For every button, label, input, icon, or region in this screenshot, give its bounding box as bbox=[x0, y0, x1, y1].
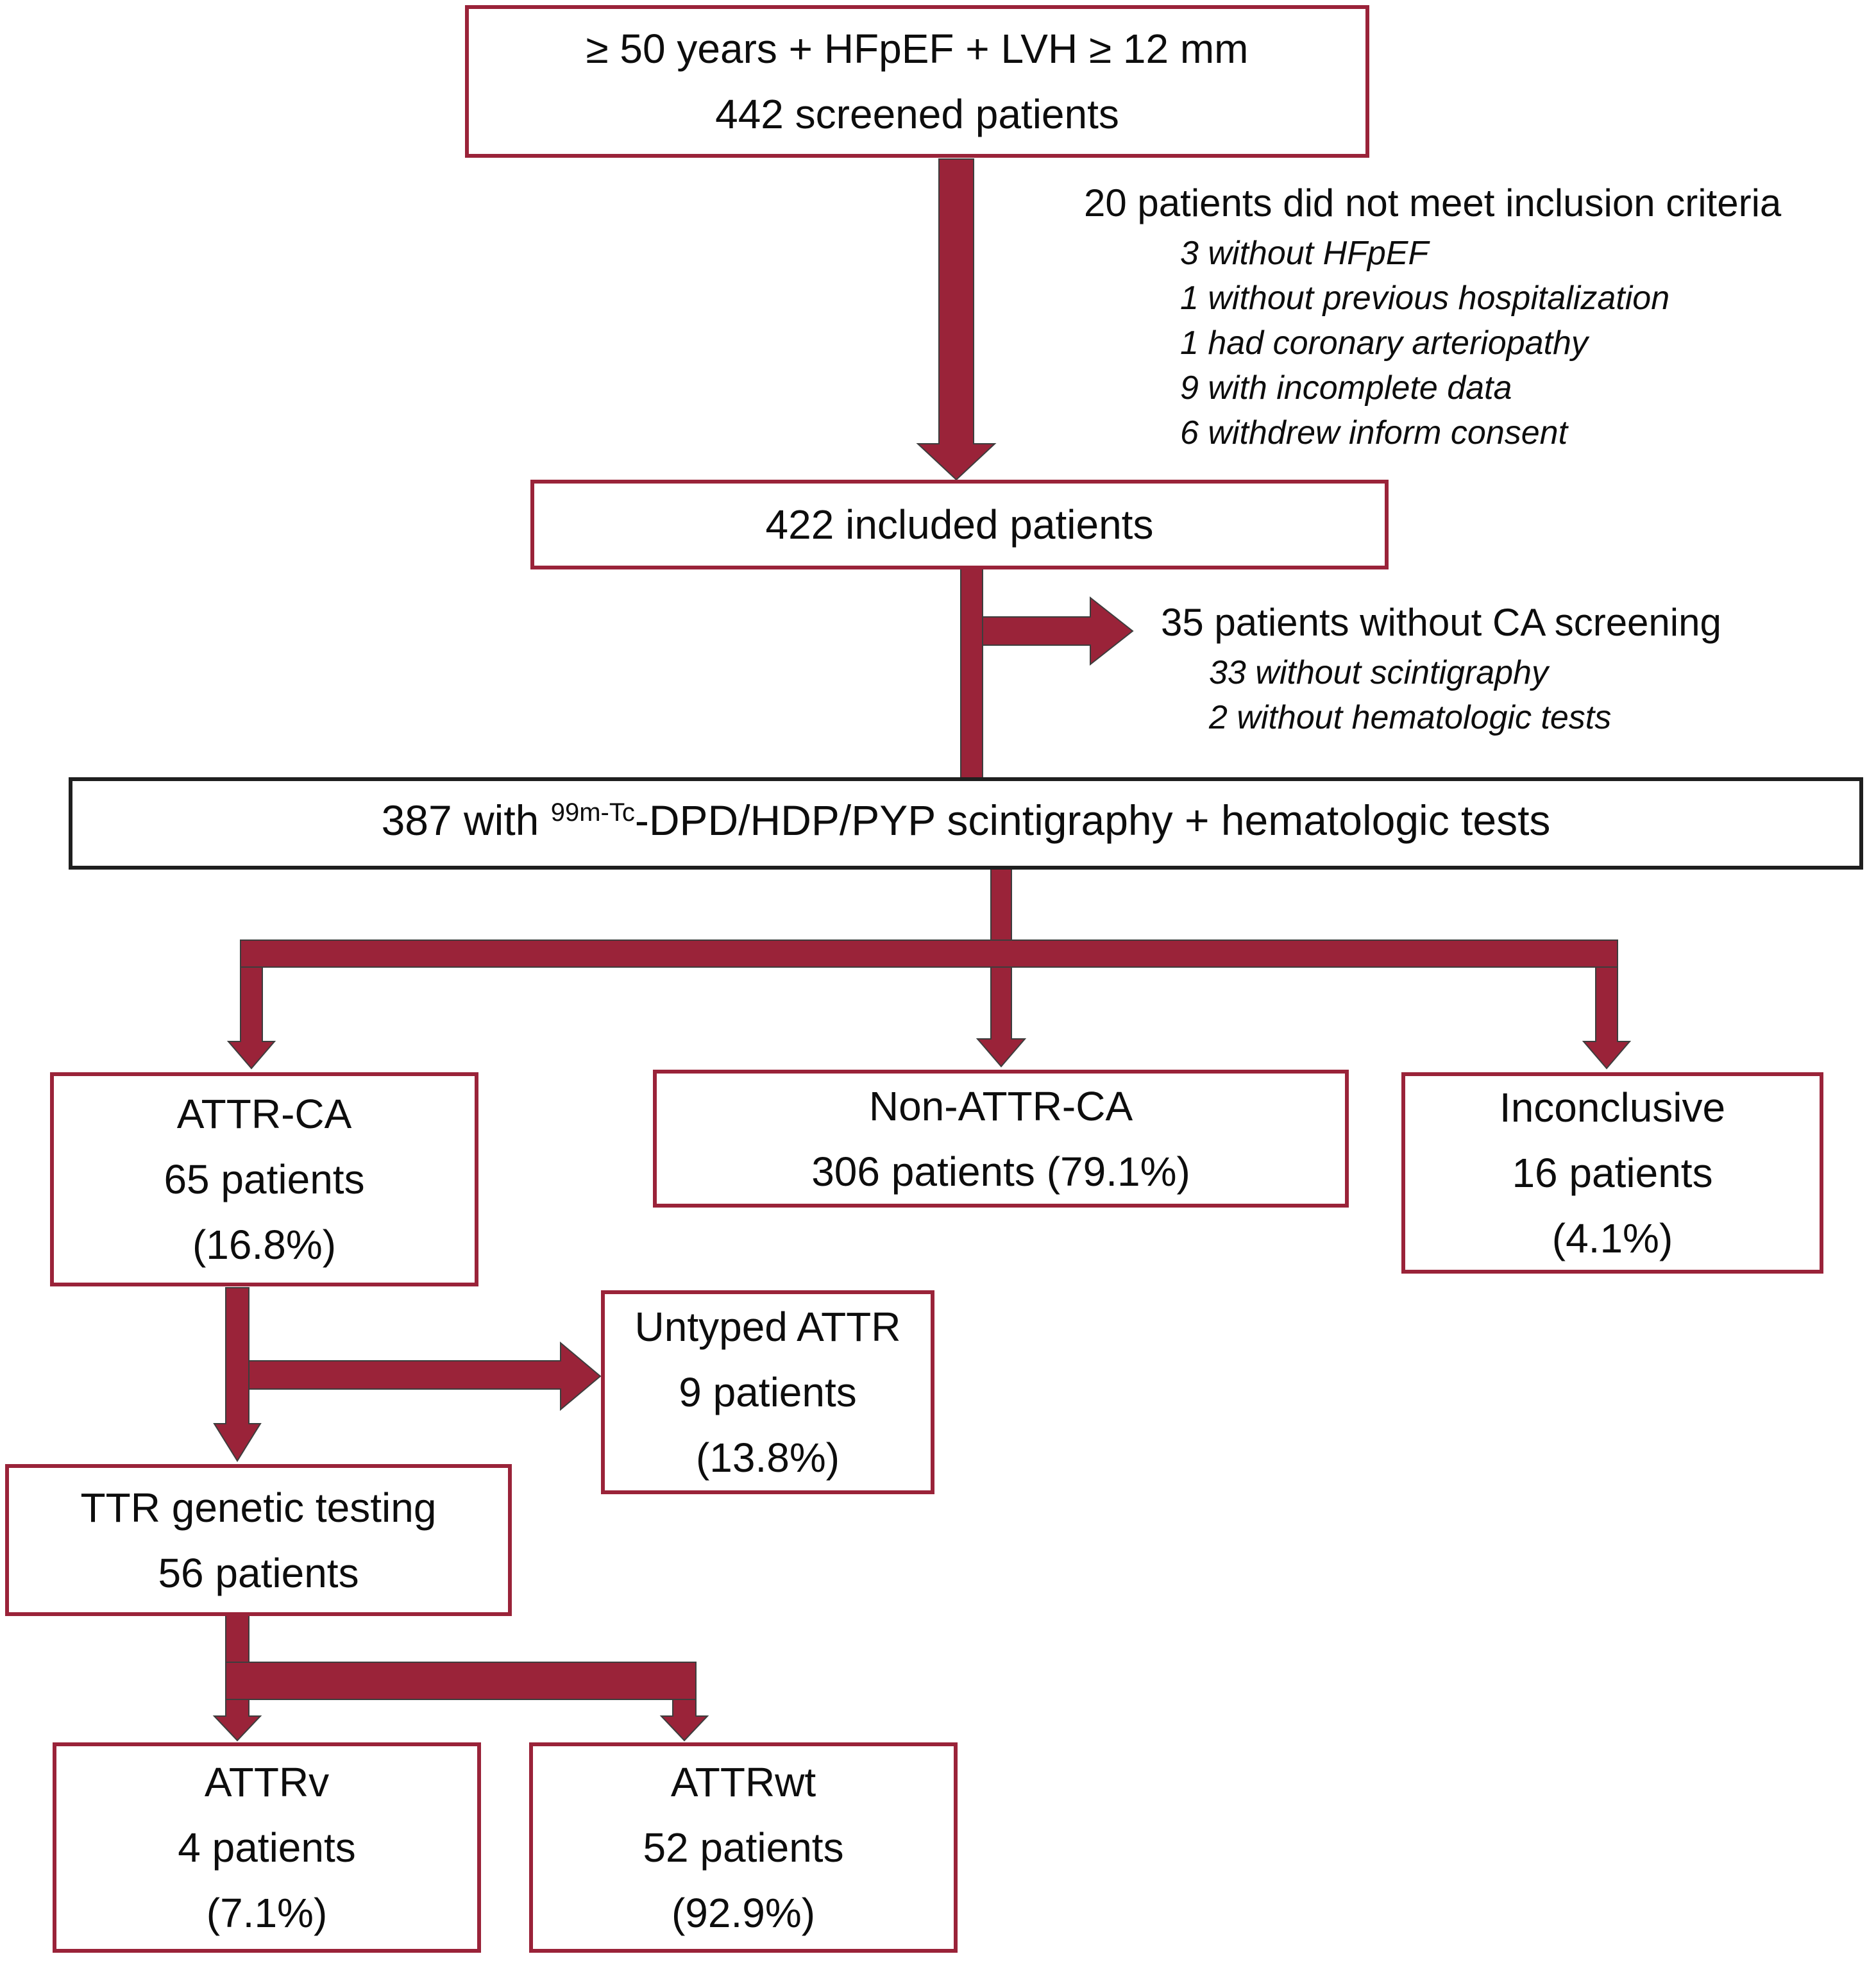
ttr-count: 56 patients bbox=[158, 1549, 359, 1596]
attr-ca-title: ATTR-CA bbox=[176, 1091, 352, 1137]
non-attr-ca-title: Non-ATTR-CA bbox=[868, 1083, 1133, 1129]
no-screening-items: 33 without scintigraphy 2 without hemato… bbox=[1209, 650, 1721, 740]
box-ttr-genetic-testing: TTR genetic testing 56 patients bbox=[5, 1464, 512, 1616]
screened-count-line: 442 screened patients bbox=[715, 91, 1119, 137]
attrv-title: ATTRv bbox=[204, 1759, 330, 1805]
box-inconclusive: Inconclusive 16 patients (4.1%) bbox=[1401, 1072, 1823, 1274]
exclusion-item: 1 without previous hospitalization bbox=[1180, 280, 1670, 317]
attrwt-title: ATTRwt bbox=[670, 1759, 816, 1805]
exclusion-annotation: 20 patients did not meet inclusion crite… bbox=[1084, 181, 1781, 455]
non-attr-ca-count: 306 patients (79.1%) bbox=[811, 1148, 1190, 1195]
scintigraphy-suffix: -DPD/HDP/PYP scintigraphy + hematologic … bbox=[634, 796, 1551, 844]
attrv-count: 4 patients bbox=[178, 1824, 356, 1871]
arrow-split-to-attrca bbox=[226, 966, 276, 1070]
line-scint-to-splitbar bbox=[990, 868, 1012, 943]
arrow-branch-untyped bbox=[248, 1341, 602, 1411]
exclusion-items: 3 without HFpEF 1 without previous hospi… bbox=[1180, 231, 1781, 455]
untyped-title: Untyped ATTR bbox=[634, 1304, 901, 1350]
split-bar bbox=[240, 939, 1618, 968]
box-scintigraphy-tests: 387 with 99m-Tc-DPD/HDP/PYP scintigraphy… bbox=[69, 777, 1863, 870]
box-included-patients: 422 included patients bbox=[530, 480, 1389, 569]
no-screening-item: 33 without scintigraphy bbox=[1209, 654, 1548, 691]
line-ttr-to-bottombar bbox=[225, 1614, 249, 1669]
box-non-attr-ca: Non-ATTR-CA 306 patients (79.1%) bbox=[653, 1070, 1349, 1208]
inconclusive-percent: (4.1%) bbox=[1551, 1215, 1673, 1261]
arrow-split-to-inconclusive bbox=[1582, 966, 1632, 1070]
attrwt-percent: (92.9%) bbox=[671, 1890, 816, 1936]
arrow-attrca-to-ttr bbox=[213, 1287, 262, 1462]
arrow-screened-to-included bbox=[916, 158, 997, 481]
line-included-to-scint bbox=[960, 568, 983, 779]
exclusion-heading: 20 patients did not meet inclusion crite… bbox=[1084, 181, 1782, 224]
attr-ca-count: 65 patients bbox=[164, 1156, 365, 1202]
exclusion-item: 1 had coronary arteriopathy bbox=[1180, 324, 1588, 362]
scintigraphy-line: 387 with 99m-Tc-DPD/HDP/PYP scintigraphy… bbox=[382, 788, 1551, 859]
inconclusive-title: Inconclusive bbox=[1499, 1084, 1726, 1131]
box-attrwt: ATTRwt 52 patients (92.9%) bbox=[529, 1742, 958, 1953]
included-count-line: 422 included patients bbox=[765, 501, 1154, 548]
box-untyped-attr: Untyped ATTR 9 patients (13.8%) bbox=[601, 1290, 934, 1494]
arrow-to-attrv bbox=[212, 1699, 262, 1742]
arrow-branch-no-screening bbox=[982, 596, 1134, 666]
attrv-percent: (7.1%) bbox=[206, 1890, 328, 1936]
exclusion-item: 6 withdrew inform consent bbox=[1180, 414, 1568, 451]
exclusion-item: 9 with incomplete data bbox=[1180, 369, 1512, 407]
untyped-count: 9 patients bbox=[679, 1369, 857, 1415]
scintigraphy-prefix: 387 with bbox=[381, 796, 551, 844]
box-attr-ca: ATTR-CA 65 patients (16.8%) bbox=[50, 1072, 478, 1286]
arrow-to-attrwt bbox=[659, 1699, 709, 1742]
box-screened-patients: ≥ 50 years + HFpEF + LVH ≥ 12 mm 442 scr… bbox=[465, 5, 1369, 158]
attr-ca-percent: (16.8%) bbox=[192, 1222, 337, 1268]
screened-criteria-line: ≥ 50 years + HFpEF + LVH ≥ 12 mm bbox=[586, 26, 1249, 72]
ttr-title: TTR genetic testing bbox=[80, 1484, 437, 1531]
no-screening-annotation: 35 patients without CA screening 33 with… bbox=[1161, 600, 1721, 740]
untyped-percent: (13.8%) bbox=[695, 1435, 840, 1481]
exclusion-item: 3 without HFpEF bbox=[1180, 235, 1429, 272]
attrwt-count: 52 patients bbox=[643, 1824, 844, 1871]
no-screening-item: 2 without hematologic tests bbox=[1209, 699, 1612, 736]
bottom-bar bbox=[225, 1662, 697, 1700]
arrow-split-to-nonattrca bbox=[976, 966, 1027, 1068]
box-attrv: ATTRv 4 patients (7.1%) bbox=[53, 1742, 481, 1953]
no-screening-heading: 35 patients without CA screening bbox=[1161, 601, 1721, 644]
inconclusive-count: 16 patients bbox=[1512, 1150, 1713, 1196]
tc99m-superscript: 99m-Tc bbox=[550, 798, 635, 827]
